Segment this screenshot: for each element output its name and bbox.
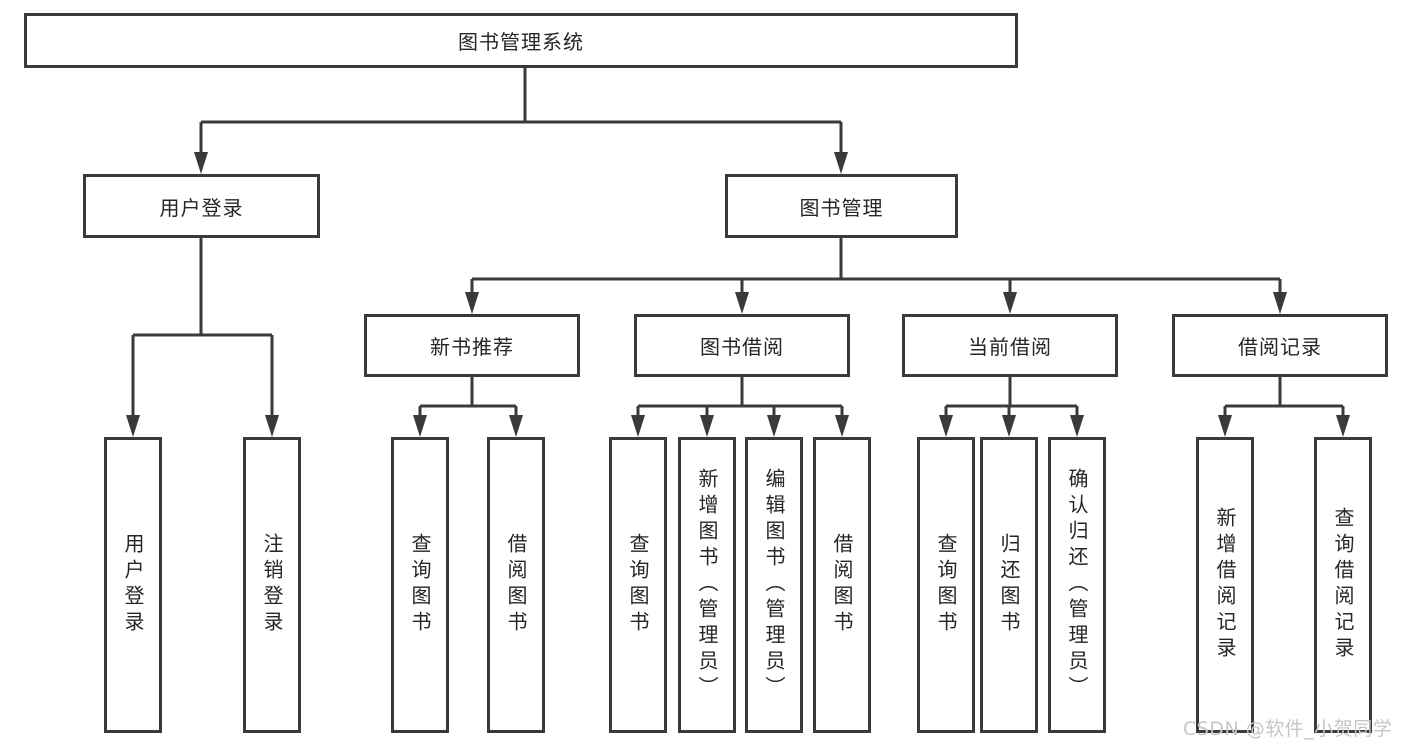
leaf-current-query-books: 查询图书 [917, 437, 975, 733]
leaf-query-borrow-record: 查询借阅记录 [1314, 437, 1372, 733]
leaf-confirm-return-admin: 确认归还（管理员） [1048, 437, 1106, 733]
node-new-book-recommend: 新书推荐 [364, 314, 580, 377]
leaf-borrow-query-books: 查询图书 [609, 437, 667, 733]
leaf-add-borrow-record: 新增借阅记录 [1196, 437, 1254, 733]
leaf-recommend-query-books: 查询图书 [391, 437, 449, 733]
leaf-return-books: 归还图书 [980, 437, 1038, 733]
leaf-add-books-admin: 新增图书（管理员） [678, 437, 736, 733]
node-user-login: 用户登录 [83, 174, 320, 238]
leaf-edit-books-admin: 编辑图书（管理员） [745, 437, 803, 733]
node-current-borrow: 当前借阅 [902, 314, 1118, 377]
leaf-borrow-books: 借阅图书 [813, 437, 871, 733]
leaf-recommend-borrow-books: 借阅图书 [487, 437, 545, 733]
csdn-watermark: CSDN @软件_小贺同学 [1183, 718, 1393, 740]
node-book-management: 图书管理 [725, 174, 958, 238]
leaf-logout: 注销登录 [243, 437, 301, 733]
leaf-user-login: 用户登录 [104, 437, 162, 733]
node-borrow-records: 借阅记录 [1172, 314, 1388, 377]
node-root: 图书管理系统 [24, 13, 1018, 68]
node-book-borrow: 图书借阅 [634, 314, 850, 377]
